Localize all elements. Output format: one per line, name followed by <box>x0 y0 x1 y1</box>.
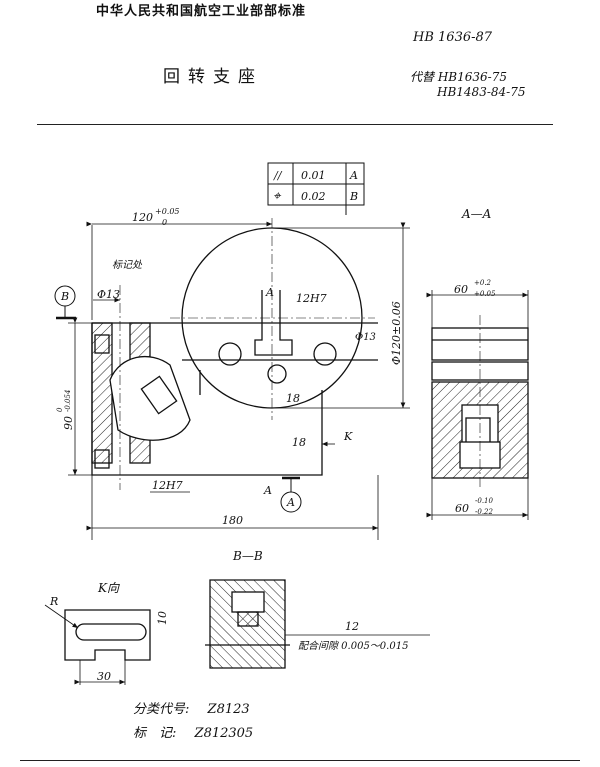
datum-b-marker <box>54 285 76 320</box>
dim-height-90: 90 <box>62 416 75 430</box>
view-bb-label: B—B <box>232 549 263 563</box>
tolerance-symbol-parallel: // <box>273 169 283 182</box>
tolerance-value-2: 0.02 <box>301 190 326 203</box>
dim-slot-12h7-bottom: 12H7 <box>152 479 183 492</box>
view-k-label: K向 <box>97 581 120 595</box>
k-arrow-label: K <box>343 430 353 443</box>
dim-height-90-tol-lower: -0.054 <box>64 390 72 412</box>
standard-code: HB 1636-87 <box>413 30 493 45</box>
tolerance-datum-2: B <box>349 190 358 203</box>
datum-a-letter: A <box>286 496 295 509</box>
label-18-lower: 18 <box>292 436 306 449</box>
classification-code-value: Z8123 <box>207 702 250 717</box>
replaces-line-2: HB1483-84-75 <box>437 85 526 99</box>
dim-k-10: 10 <box>156 611 169 625</box>
dim-side-width-bottom: 60 <box>455 502 469 515</box>
dim-top-width-tol-lower: 0 <box>162 218 167 227</box>
view-aa-label: A—A <box>461 207 492 221</box>
datum-a-marker <box>280 476 302 513</box>
header-rule <box>37 124 553 125</box>
section-bb <box>205 579 290 669</box>
section-marker-a-top: A <box>265 286 274 299</box>
dim-bb-12: 12 <box>345 620 359 633</box>
k-radius-label: R <box>49 595 58 608</box>
tolerance-frame <box>267 162 365 206</box>
dim-side-width-top-tol-lower: +0.05 <box>474 290 496 298</box>
replaces-label: 代替 <box>410 70 435 84</box>
replaces-line-1: 代替 HB1636-75 <box>410 68 507 85</box>
dim-k-30: 30 <box>97 670 111 683</box>
dim-diameter-120: Φ120±0.06 <box>390 301 403 365</box>
dim-top-width: 120 <box>132 211 153 224</box>
marking-row-value: Z812305 <box>194 726 254 741</box>
dim-hole-13-right: Φ13 <box>355 332 376 343</box>
dim-side-width-bottom-tol-lower: -0.22 <box>475 508 493 516</box>
replaces-code-1: HB1636-75 <box>437 70 507 84</box>
fit-clearance-note: 配合间隙 0.005～0.015 <box>298 640 408 652</box>
marking-row-label: 标 记: <box>133 726 177 741</box>
classification-code-label: 分类代号: <box>133 702 190 717</box>
tolerance-datum-1: A <box>349 169 358 182</box>
dim-slot-12h7-top: 12H7 <box>296 292 327 305</box>
dim-total-width: 180 <box>222 514 243 527</box>
section-marker-a-bottom: A <box>263 484 272 497</box>
dim-side-width-top: 60 <box>454 283 468 296</box>
label-18-upper: 18 <box>286 392 300 405</box>
dim-height-90-tol-upper: 0 <box>56 407 64 412</box>
marking-row: 标 记: Z812305 <box>133 722 253 741</box>
marking-label: 标记处 <box>112 259 143 271</box>
tolerance-symbol-position: ⌖ <box>273 189 282 204</box>
footer-rule <box>20 760 580 761</box>
dim-side-width-bottom-tol-upper: -0.10 <box>475 497 493 505</box>
dim-side-width-top-tol-upper: +0.2 <box>474 279 492 287</box>
dim-top-width-tol-upper: +0.05 <box>155 207 180 216</box>
classification-code-row: 分类代号: Z8123 <box>133 698 250 717</box>
document-title: 回转支座 <box>163 67 263 87</box>
k-view <box>64 609 151 661</box>
tolerance-value-1: 0.01 <box>301 169 326 182</box>
dim-hole-13-left: Φ13 <box>97 288 120 301</box>
main-view <box>91 227 378 476</box>
datum-b-letter: B <box>60 290 69 303</box>
header-organization: 中华人民共和国航空工业部部标准 <box>96 4 307 19</box>
